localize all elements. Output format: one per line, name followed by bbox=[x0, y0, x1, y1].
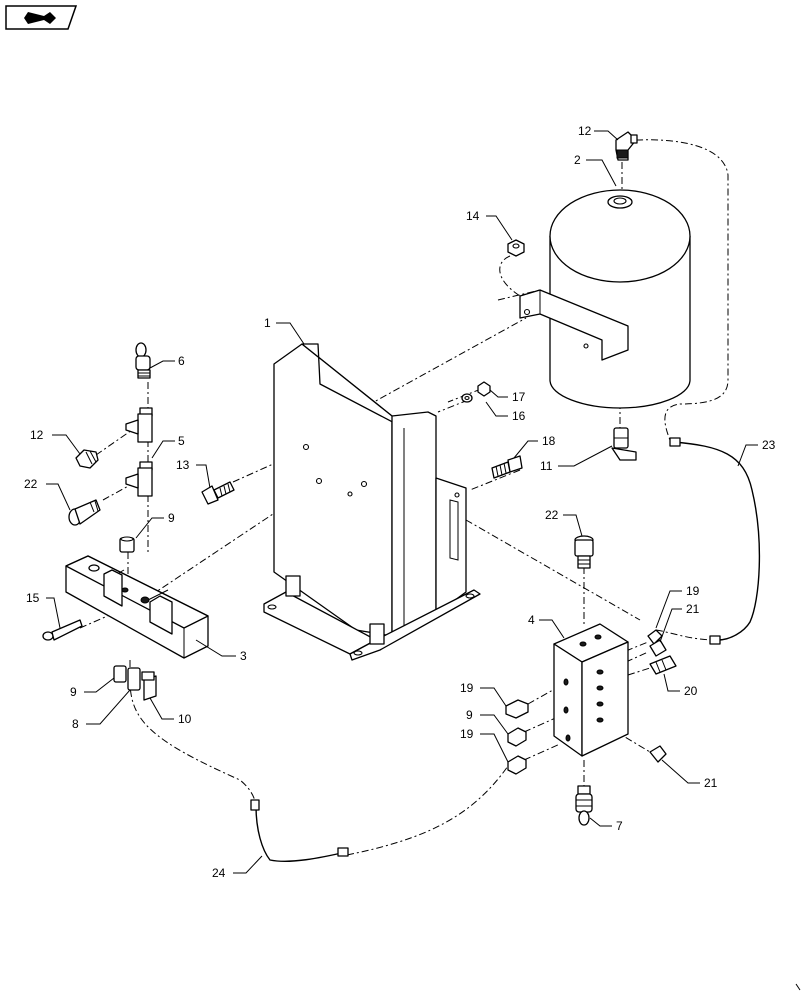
plug-9-manifold[interactable] bbox=[507, 727, 527, 747]
callout-19-lower: 19 bbox=[460, 727, 474, 741]
callout-13: 13 bbox=[176, 458, 190, 472]
callout-1: 1 bbox=[264, 316, 271, 330]
callout-9-upper: 9 bbox=[168, 511, 175, 525]
callout-23: 23 bbox=[762, 438, 776, 452]
bolt-15[interactable] bbox=[42, 619, 83, 641]
callout-11: 11 bbox=[540, 459, 553, 473]
leader-lines bbox=[46, 130, 758, 874]
callout-7: 7 bbox=[616, 819, 623, 833]
fitting-22-left[interactable] bbox=[68, 499, 101, 526]
elbow-fitting-left[interactable] bbox=[75, 449, 99, 469]
callout-14: 14 bbox=[466, 209, 480, 223]
callout-19-right: 19 bbox=[686, 584, 700, 598]
callout-19-upper: 19 bbox=[460, 681, 474, 695]
fitting-8[interactable] bbox=[127, 667, 141, 691]
callout-21-right: 21 bbox=[686, 602, 700, 616]
fitting-7[interactable] bbox=[575, 785, 593, 826]
fitting-19-upper[interactable] bbox=[505, 699, 529, 719]
callout-3: 3 bbox=[240, 649, 247, 663]
hose-23[interactable] bbox=[669, 437, 761, 645]
callout-6: 6 bbox=[178, 354, 185, 368]
callout-4: 4 bbox=[528, 613, 535, 627]
callout-15: 15 bbox=[26, 591, 40, 605]
nut-14[interactable] bbox=[507, 239, 525, 257]
callout-12-top: 12 bbox=[578, 124, 592, 138]
callout-8: 8 bbox=[72, 717, 79, 731]
drain-valve-11[interactable] bbox=[611, 427, 637, 461]
callout-17: 17 bbox=[512, 390, 526, 404]
valve-block[interactable] bbox=[65, 555, 209, 659]
elbow-fitting-top[interactable] bbox=[615, 131, 638, 161]
bolt-18[interactable] bbox=[491, 455, 523, 479]
tee-fitting-upper[interactable] bbox=[125, 407, 153, 443]
callout-24: 24 bbox=[212, 866, 226, 880]
callout-16: 16 bbox=[512, 409, 526, 423]
callout-10: 10 bbox=[178, 712, 192, 726]
hose-24[interactable] bbox=[250, 799, 349, 862]
callout-22-left: 22 bbox=[24, 477, 38, 491]
navigation-arrow-icon[interactable] bbox=[5, 5, 78, 30]
callout-22-right: 22 bbox=[545, 508, 559, 522]
plug-9-upper[interactable] bbox=[119, 536, 135, 553]
manifold-block[interactable] bbox=[553, 623, 629, 757]
nut-17[interactable] bbox=[477, 381, 491, 397]
mounting-bracket[interactable] bbox=[263, 343, 481, 661]
fitting-10[interactable] bbox=[141, 671, 157, 701]
fitting-6[interactable] bbox=[135, 342, 151, 379]
fitting-19-lower[interactable] bbox=[507, 755, 527, 775]
plug-21-lower[interactable] bbox=[649, 745, 667, 763]
tee-fitting-lower[interactable] bbox=[125, 461, 153, 497]
callout-9-manifold: 9 bbox=[466, 708, 473, 722]
callout-9-lower: 9 bbox=[70, 685, 77, 699]
callout-20: 20 bbox=[684, 684, 698, 698]
callout-18: 18 bbox=[542, 434, 556, 448]
callout-labels: 12 2 14 1 6 17 16 12 5 13 18 11 23 22 9 … bbox=[24, 124, 776, 880]
callout-21-lower: 21 bbox=[704, 776, 718, 790]
bolt-13[interactable] bbox=[201, 481, 235, 505]
fitting-20[interactable] bbox=[649, 655, 677, 675]
plug-9-lower[interactable] bbox=[113, 665, 127, 683]
callout-12-left: 12 bbox=[30, 428, 44, 442]
callout-5: 5 bbox=[178, 434, 185, 448]
washer-16[interactable] bbox=[461, 393, 473, 403]
callout-2: 2 bbox=[574, 153, 581, 167]
air-tank[interactable] bbox=[519, 189, 691, 409]
fitting-21-right[interactable] bbox=[649, 639, 667, 657]
fitting-22-right[interactable] bbox=[574, 535, 594, 569]
